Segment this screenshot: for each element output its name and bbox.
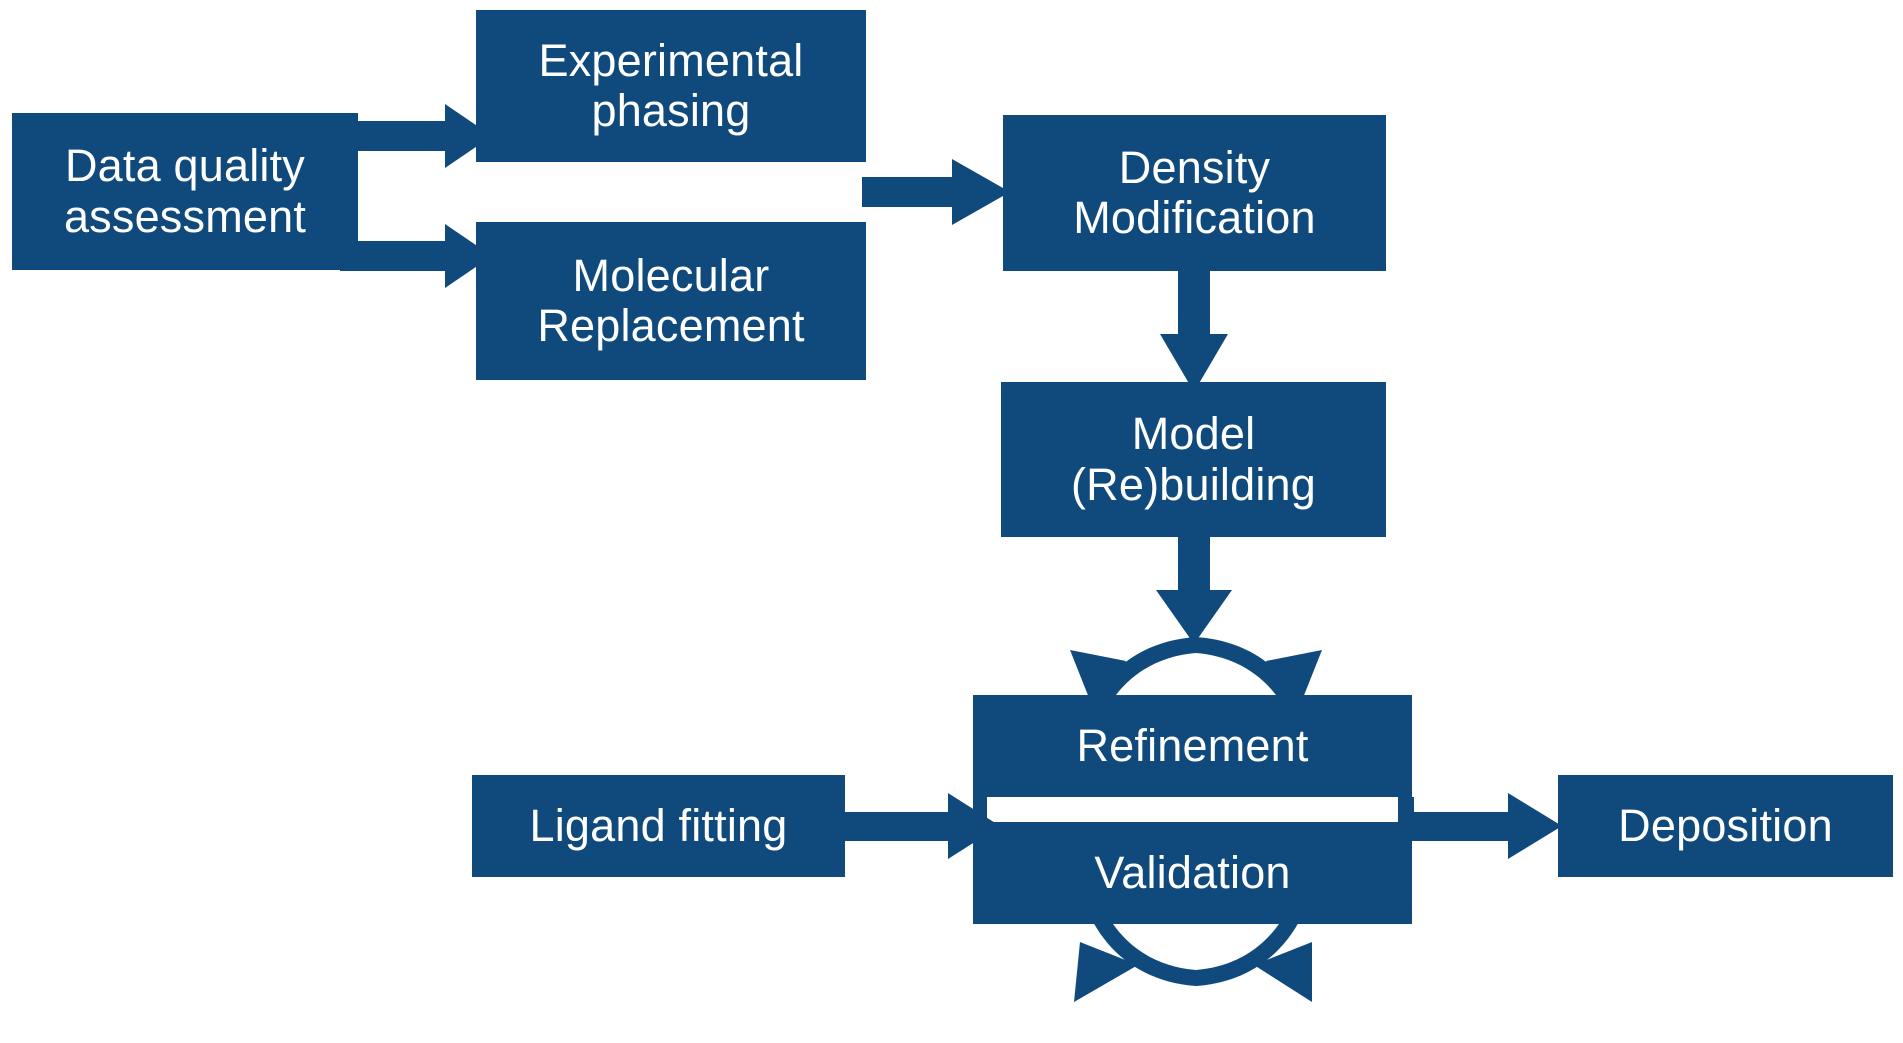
node-model-rebuilding[interactable]: Model (Re)building bbox=[1001, 382, 1386, 537]
arrow-dq-to-phasing bbox=[340, 104, 492, 168]
node-deposition[interactable]: Deposition bbox=[1558, 775, 1893, 877]
node-density-modification[interactable]: Density Modification bbox=[1003, 115, 1386, 271]
node-data-quality-assessment[interactable]: Data quality assessment bbox=[12, 113, 358, 270]
node-experimental-phasing[interactable]: Experimental phasing bbox=[476, 10, 866, 162]
arrow-density-modification-to-model bbox=[1160, 262, 1228, 392]
arrow-cycle-to-deposition bbox=[1402, 793, 1562, 859]
arrow-dq-to-mr bbox=[340, 224, 492, 288]
cycle-left-connector bbox=[973, 797, 987, 824]
arrow-model-to-cycle bbox=[1156, 528, 1232, 644]
node-validation[interactable]: Validation bbox=[973, 822, 1412, 924]
arrow-phasing-to-density-modification bbox=[862, 159, 1010, 225]
node-ligand-fitting[interactable]: Ligand fitting bbox=[472, 775, 845, 877]
cycle-right-connector bbox=[1398, 797, 1414, 824]
node-refinement[interactable]: Refinement bbox=[973, 695, 1412, 797]
node-molecular-replacement[interactable]: Molecular Replacement bbox=[476, 222, 866, 380]
